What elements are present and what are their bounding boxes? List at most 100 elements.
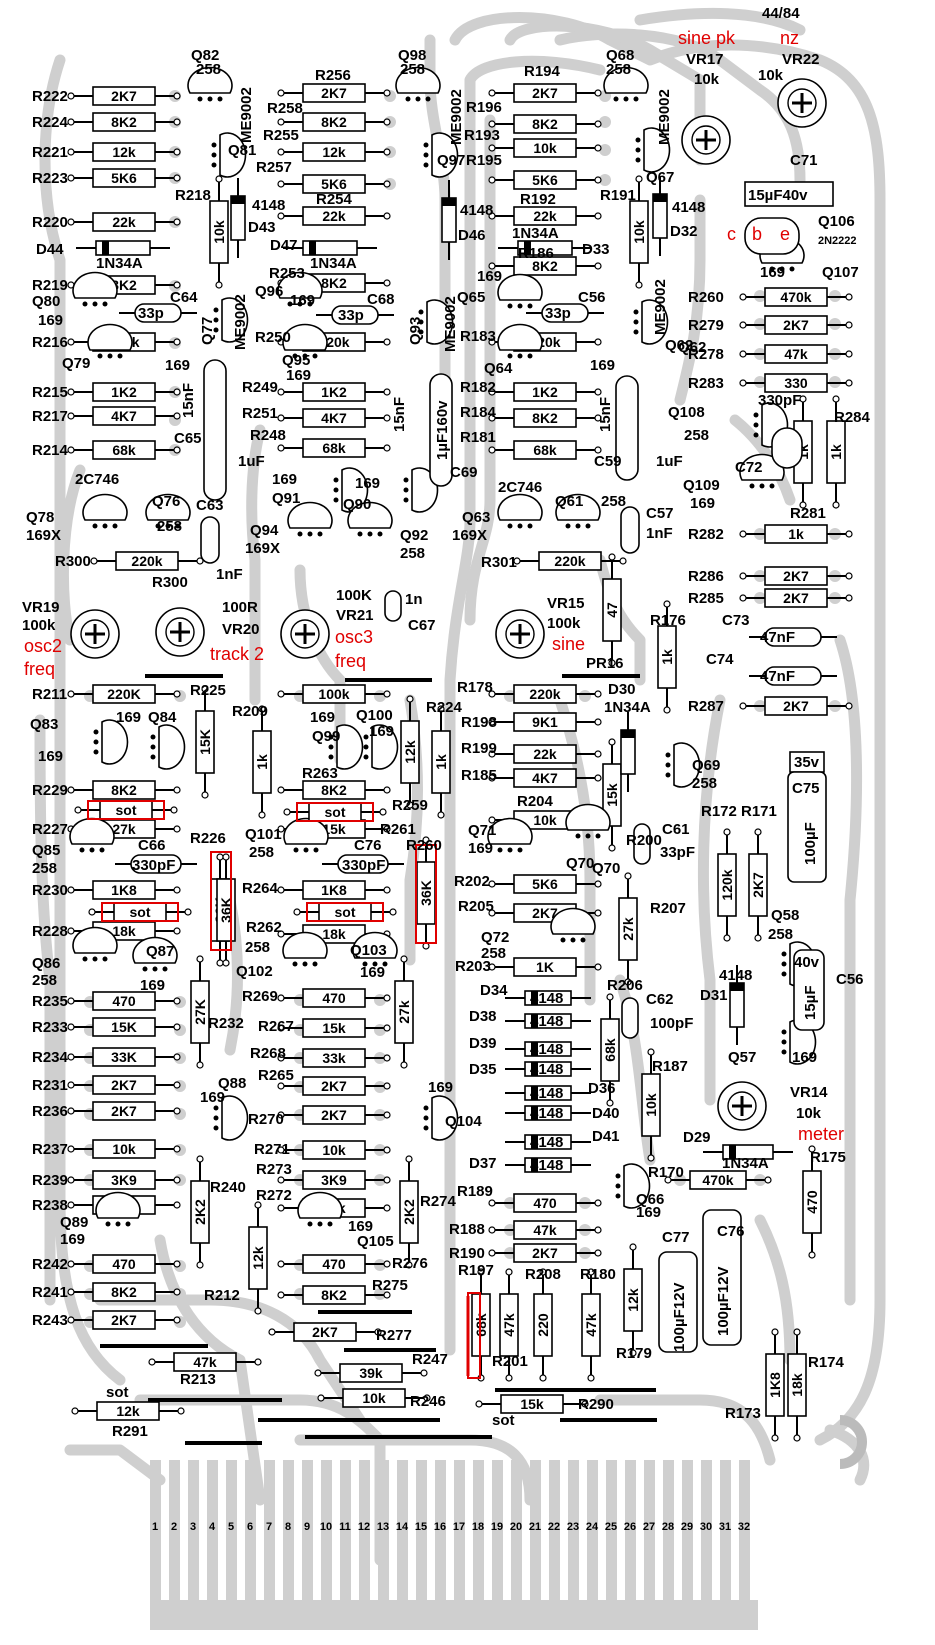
resistor-body: [195, 710, 215, 774]
resistor-value: 330: [784, 375, 808, 391]
transistor-pin: [93, 739, 99, 745]
resistor-pin: [606, 1099, 614, 1107]
value-c64: 33p: [138, 305, 164, 322]
transistor-pin: [423, 1125, 429, 1131]
label-d39: D39: [469, 1035, 497, 1052]
sot-jumper-3-annotation: [101, 902, 179, 922]
resistor-value: 4K7: [111, 408, 137, 424]
resistor-pin: [67, 1053, 75, 1061]
resistor-pin: [594, 774, 602, 782]
capacitor-c64: [119, 303, 197, 323]
resistor-r239: 3K9: [67, 1170, 181, 1190]
resistor-r203: 1K: [488, 957, 602, 977]
edge-connector-base: [150, 1600, 758, 1630]
resistor-pin: [383, 1111, 391, 1119]
edge-pin-label: 13: [377, 1521, 389, 1533]
resistor-r243: 2K7: [67, 1310, 181, 1330]
resistor-body: [765, 1353, 785, 1417]
resistor-r189: 470: [488, 1193, 602, 1213]
type-q63: 169X: [452, 527, 487, 544]
resistor-body: [802, 1170, 822, 1234]
label-v-r225: R225: [190, 682, 226, 699]
edge-pin-label: 6: [247, 1521, 253, 1533]
header-mark: 44/84: [762, 5, 800, 22]
diode-band: [531, 1062, 538, 1076]
resistor-pin: [488, 880, 496, 888]
capacitor-c56: [526, 303, 604, 323]
resistor-pin: [268, 1328, 276, 1336]
resistor-pin: [405, 1155, 413, 1163]
resistor-value: 2K2: [401, 1199, 417, 1225]
resistor-v-r260b: 36K: [416, 836, 436, 950]
resistor-pin: [739, 293, 747, 301]
label-q63: Q63: [462, 509, 490, 526]
resistor-value: 470: [533, 1195, 557, 1211]
resistor-r186: 8K2: [488, 256, 602, 276]
resistor-v-r232: 27K: [190, 955, 210, 1069]
resistor-pin: [74, 806, 82, 814]
transistor-pin: [633, 96, 639, 102]
label-v-r197: R197: [458, 1262, 494, 1279]
capacitor-body: [541, 303, 589, 323]
resistor-pin: [277, 886, 285, 894]
transistor-pin: [517, 523, 523, 529]
resistor-pin: [67, 1260, 75, 1268]
capacitor-body: [200, 516, 220, 564]
label-vr17: VR17: [686, 51, 724, 68]
resistor-pin: [173, 174, 181, 182]
value-vr17: 10k: [694, 71, 720, 88]
transistor-pin: [575, 523, 581, 529]
edge-pin-label: 15: [415, 1521, 427, 1533]
label-v-r171: R171: [741, 803, 777, 820]
capacitor-body: [771, 427, 803, 469]
resistor-pin: [488, 1226, 496, 1234]
diode-d29: [703, 1144, 793, 1160]
resistor-body: [513, 684, 577, 704]
resistor-body: [513, 712, 577, 732]
diode-d43: [230, 178, 246, 258]
transistor-pin: [297, 531, 303, 537]
edge-pin-label: 4: [209, 1521, 216, 1533]
resistor-value: 3K9: [321, 1172, 347, 1188]
resistor-value: 10k: [322, 1142, 346, 1158]
resistor-body: [92, 1254, 156, 1274]
label-q86: Q86: [32, 955, 60, 972]
label-v-r180: R180: [580, 1266, 616, 1283]
label-d38: D38: [469, 1008, 497, 1025]
resistor-value: 5K6: [111, 170, 137, 186]
type-d34: 4148: [530, 990, 563, 1007]
resistor-body: [513, 408, 577, 428]
diode-band: [531, 1042, 538, 1056]
resistor-pin: [177, 1407, 185, 1415]
transistor-pin: [155, 523, 161, 529]
transistor-q63: [497, 493, 543, 529]
label-v-r212: R212: [204, 1287, 240, 1304]
pot-vr19: [70, 609, 120, 659]
transistor-q89: [95, 1191, 141, 1227]
resistor-value: 10k: [533, 812, 557, 828]
resistor-pin: [754, 934, 762, 942]
transistor-pin: [213, 317, 219, 323]
sot-label-bottom-left: sot: [106, 1384, 129, 1401]
label-r291: R291: [112, 1423, 148, 1440]
transistor-pin: [405, 96, 411, 102]
transistor-pin: [82, 301, 88, 307]
resistor-pin: [383, 994, 391, 1002]
resistor-v-r225: 15K: [195, 685, 215, 799]
resistor-r254: 5K6: [277, 174, 391, 194]
resistor-body: [209, 200, 229, 264]
resistor-value: 2K7: [111, 88, 137, 104]
resistor-body: [302, 408, 366, 428]
diode-d30: [620, 712, 636, 792]
resistor-pin: [184, 908, 192, 916]
edge-pin-label: 30: [700, 1521, 712, 1533]
resistor-body: [173, 1352, 237, 1372]
resistor-pin: [173, 218, 181, 226]
resistor-pin: [173, 1107, 181, 1115]
type-q83: 169: [38, 748, 63, 765]
diode-d35: [505, 1061, 591, 1077]
type-q102: 258: [245, 939, 270, 956]
transistor-pin: [507, 353, 513, 359]
resistor-r286: 2K7: [739, 566, 853, 586]
resistor-body: [252, 730, 272, 794]
